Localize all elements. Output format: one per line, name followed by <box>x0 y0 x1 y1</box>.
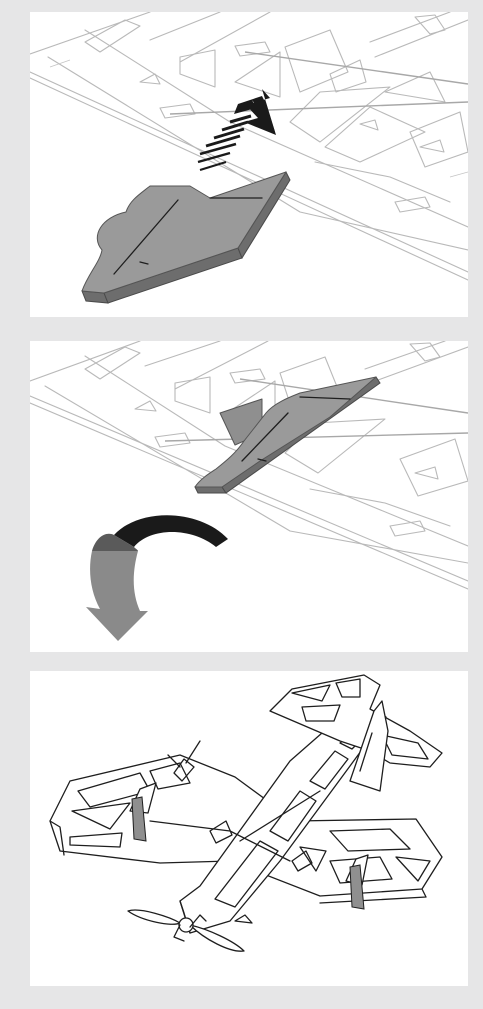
horizontal-stabilizer-part <box>82 172 290 303</box>
assembled-airplane-illustration <box>30 671 468 986</box>
step-2-panel <box>30 341 468 652</box>
step-1-illustration <box>30 12 468 317</box>
step-1-panel <box>30 12 468 317</box>
slide-in-arrow-icon <box>198 96 282 170</box>
step-2-illustration <box>30 341 468 652</box>
curved-fold-arrow-icon <box>86 515 228 641</box>
arrow-head <box>244 89 276 135</box>
step-3-panel <box>30 671 468 986</box>
